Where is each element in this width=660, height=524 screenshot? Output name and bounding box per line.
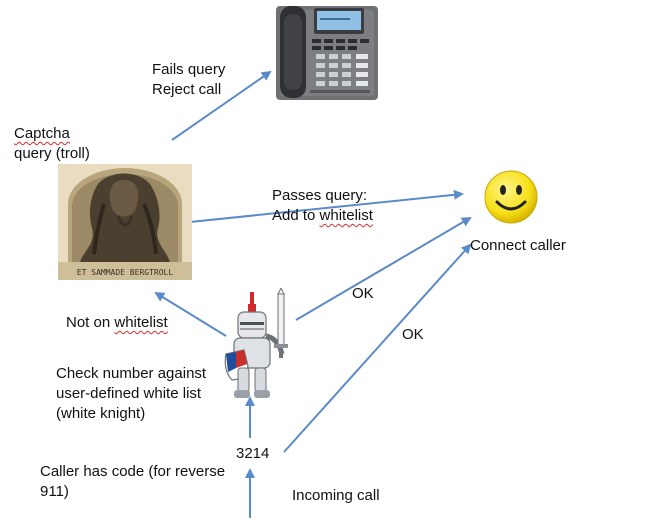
fails-query-line2: Reject call	[152, 81, 222, 98]
ok-label-lower: OK	[402, 326, 424, 343]
desk-phone-icon	[276, 4, 378, 105]
captcha-label: Captcha query (troll)	[14, 124, 90, 164]
ok-label-upper: OK	[352, 285, 374, 302]
incoming-call-label: Incoming call	[292, 487, 380, 504]
arrow-knight-to-connect	[295, 216, 472, 321]
fails-query-label: Fails query Reject call	[152, 60, 225, 100]
not-on-whitelist-label: Not on whitelist	[66, 313, 168, 333]
caller-line2: 911)	[40, 483, 69, 500]
check-line3: (white knight)	[56, 405, 146, 422]
captcha-line1: Captcha	[14, 125, 70, 142]
fails-query-line1: Fails query	[152, 61, 226, 78]
passes-query-line2-text: Add to	[272, 207, 320, 224]
check-line1: Check number against	[56, 365, 207, 382]
arrow-troll-to-connect	[189, 189, 464, 223]
connect-caller-label: Connect caller	[470, 237, 566, 254]
passes-query-whitelist-word: whitelist	[319, 207, 373, 224]
not-on-whitelist-word: whitelist	[114, 314, 168, 331]
passes-query-line1: Passes query:	[272, 187, 368, 204]
troll-caption: ET SAMMADE BERGTROLL	[77, 268, 174, 277]
passes-query-label: Passes query: Add to whitelist	[272, 186, 373, 226]
troll-illustration: ET SAMMADE BERGTROLL	[58, 164, 192, 285]
captcha-line2: query (troll)	[14, 145, 90, 162]
arrow-code-to-connect	[283, 243, 472, 453]
knight-icon	[220, 286, 302, 409]
caller-line1: Caller has code (for reverse	[40, 463, 226, 480]
check-line2: user-defined white list	[56, 385, 202, 402]
arrow-troll-to-phone	[171, 70, 272, 141]
check-number-label: Check number against user-defined white …	[56, 364, 206, 424]
not-on-text: Not on	[66, 314, 115, 331]
arrow-knight-to-troll	[154, 291, 227, 337]
smiley-face-icon	[482, 168, 540, 231]
code-label: 3214	[236, 445, 270, 462]
caller-has-code-label: Caller has code (for reverse 911)	[40, 462, 225, 502]
